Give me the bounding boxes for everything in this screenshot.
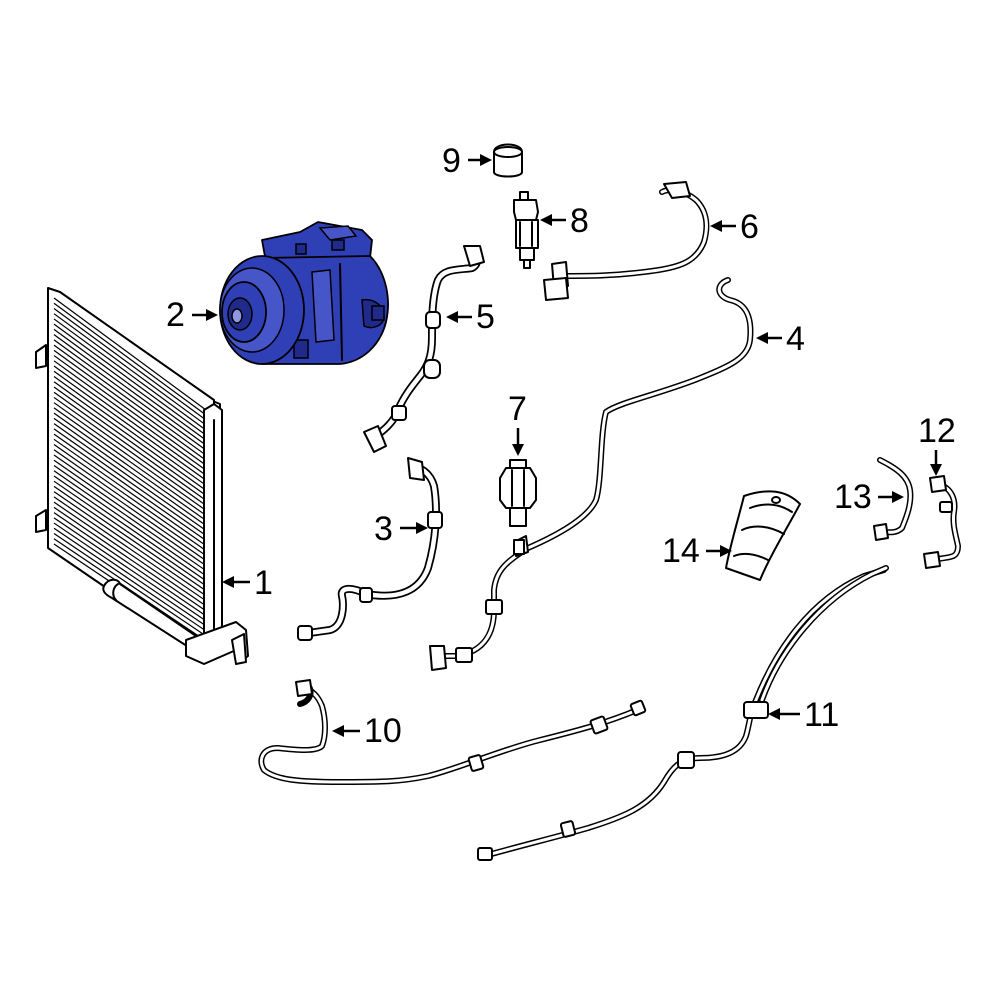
callout-label-10: 10	[364, 712, 402, 750]
condenser-fin	[53, 512, 207, 617]
callout-3: 3	[374, 510, 428, 548]
cap-9	[493, 143, 523, 178]
sensor-8	[513, 191, 539, 269]
callout-5: 5	[446, 298, 495, 336]
condenser-fin	[53, 344, 207, 456]
condenser-fin	[53, 522, 207, 627]
condenser-fin	[53, 313, 207, 426]
callout-label-12: 12	[918, 412, 956, 450]
condenser-fin	[53, 464, 207, 572]
condenser-fin	[53, 491, 207, 597]
callout-label-14: 14	[662, 532, 700, 570]
ac-line-6	[543, 181, 710, 301]
ac-compressor	[219, 221, 389, 365]
condenser-fin	[53, 496, 207, 602]
condenser-fin	[53, 433, 207, 542]
callout-6: 6	[710, 208, 759, 246]
condenser-fin	[53, 339, 207, 451]
condenser-fin	[53, 402, 207, 511]
callout-label-13: 13	[834, 478, 872, 516]
ac-line-12	[923, 475, 961, 569]
condenser-fin	[53, 355, 207, 466]
callout-label-8: 8	[570, 202, 589, 240]
callout-label-9: 9	[442, 142, 461, 180]
condenser-fin	[53, 423, 207, 532]
condenser-fin	[53, 365, 207, 476]
condenser-fin	[53, 386, 207, 496]
callout-label-4: 4	[786, 320, 805, 358]
heat-shield-14	[725, 490, 801, 581]
callout-label-1: 1	[254, 564, 273, 602]
ac-hose-3	[297, 457, 443, 641]
callout-10: 10	[332, 712, 402, 750]
ac-line-10	[258, 679, 647, 785]
condenser-fin	[53, 501, 207, 607]
condenser-fin	[53, 417, 207, 526]
ac-line-11	[477, 565, 889, 861]
callout-label-5: 5	[476, 298, 495, 336]
condenser-fin	[53, 370, 207, 481]
condenser-fins	[53, 297, 207, 647]
callout-14: 14	[662, 532, 732, 570]
condenser-fin	[53, 470, 207, 577]
condenser-fin	[53, 349, 207, 461]
condenser-fin	[53, 527, 207, 632]
callout-13: 13	[834, 478, 904, 516]
condenser-fin	[53, 459, 207, 567]
callout-label-11: 11	[804, 696, 839, 734]
condenser-fin	[53, 328, 207, 441]
condenser-fin	[53, 307, 207, 421]
condenser-fin	[53, 485, 207, 592]
callout-2: 2	[166, 296, 218, 334]
ac-line-4	[429, 277, 754, 671]
pressure-switch-7	[499, 459, 537, 555]
condenser-fin	[53, 407, 207, 516]
callout-9: 9	[442, 142, 492, 180]
callout-4: 4	[756, 320, 805, 358]
condenser-fin	[53, 412, 207, 521]
callout-8: 8	[540, 202, 589, 240]
callout-11: 11	[768, 696, 839, 734]
condenser-fin	[53, 297, 207, 411]
condenser-fin	[53, 323, 207, 436]
condenser-fin	[53, 517, 207, 622]
callout-1: 1	[222, 564, 273, 602]
condenser-fin	[53, 506, 207, 612]
condenser-fin	[53, 449, 207, 557]
condenser-fin	[53, 391, 207, 501]
callout-7: 7	[508, 390, 527, 456]
condenser-fin	[53, 376, 207, 486]
condenser-fin	[53, 396, 207, 506]
condenser-fin	[53, 428, 207, 537]
condenser-fin	[53, 480, 207, 587]
condenser-fin	[53, 334, 207, 446]
condenser-fin	[53, 454, 207, 562]
condenser	[35, 287, 249, 665]
condenser-fin	[53, 475, 207, 582]
condenser-fin	[53, 381, 207, 491]
condenser-fin	[53, 360, 207, 471]
ac-hose-5	[363, 245, 485, 453]
ac-line-13	[873, 457, 914, 541]
callout-label-3: 3	[374, 510, 393, 548]
callout-12: 12	[918, 412, 956, 476]
callout-label-7: 7	[508, 390, 527, 428]
condenser-fin	[53, 318, 207, 431]
condenser-fin	[53, 302, 207, 416]
condenser-fin	[53, 444, 207, 552]
callout-label-6: 6	[740, 208, 759, 246]
callout-label-2: 2	[166, 296, 185, 334]
condenser-fin	[53, 533, 207, 637]
condenser-fin	[53, 438, 207, 547]
